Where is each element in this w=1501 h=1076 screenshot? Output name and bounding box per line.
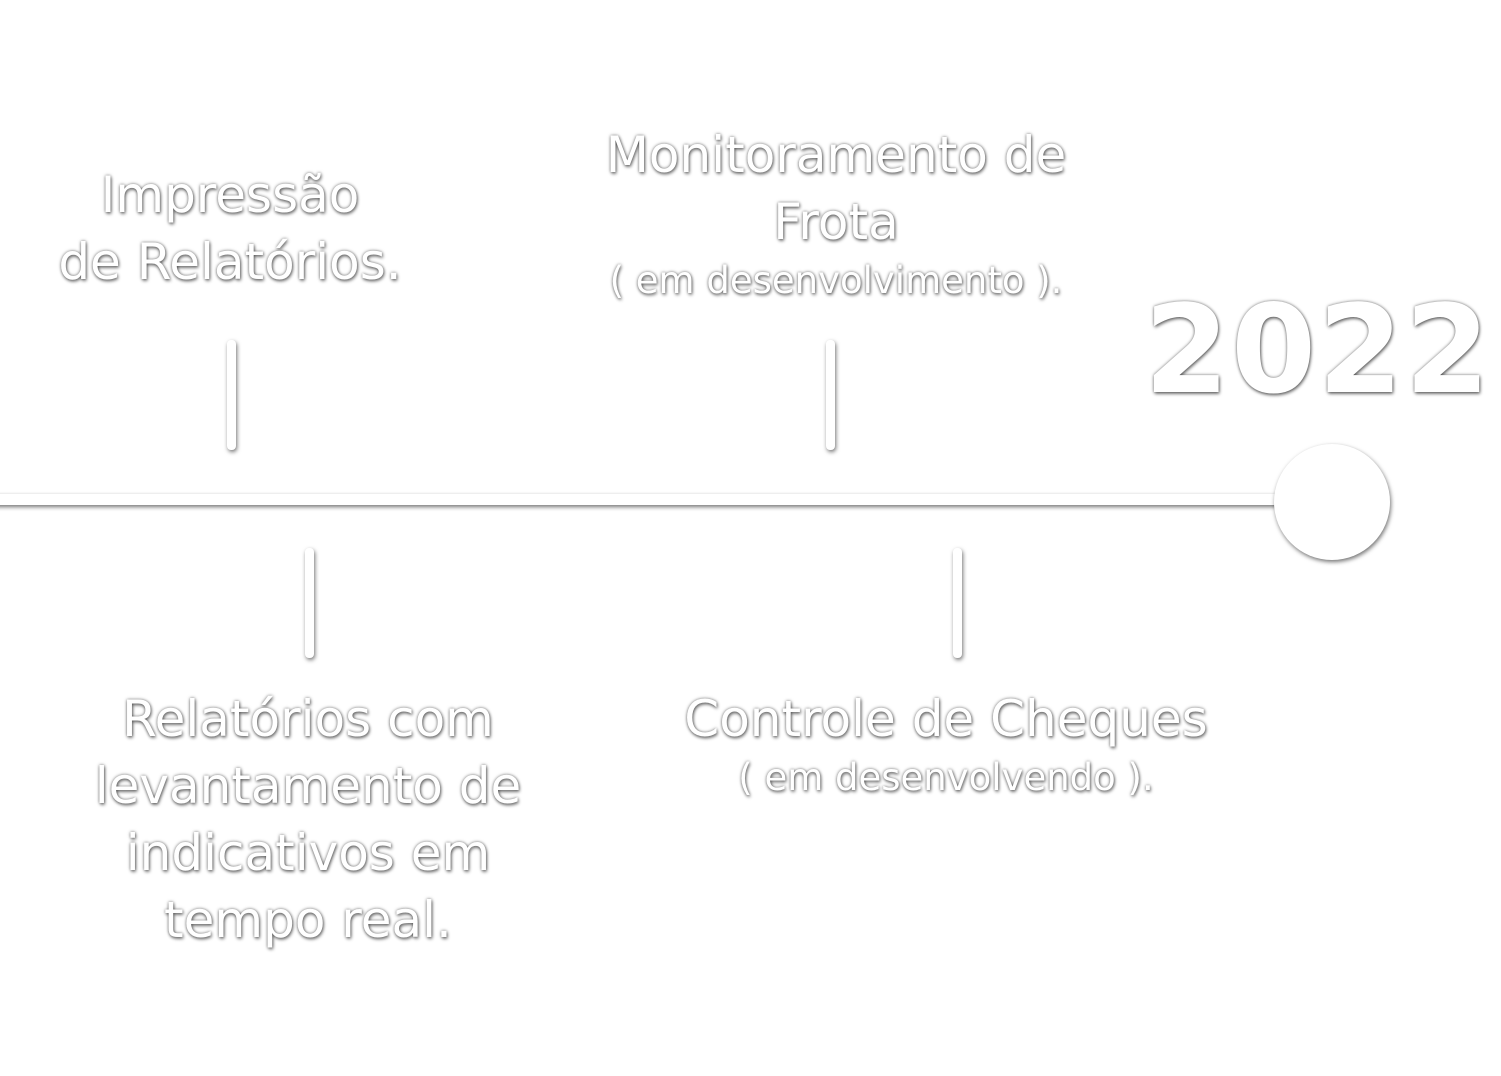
milestone-note: ( em desenvolvimento ). — [609, 259, 1063, 302]
milestone-title-line: Frota — [773, 193, 899, 251]
milestone-tick — [227, 340, 236, 450]
milestone-title-line: Monitoramento de — [605, 126, 1067, 184]
milestone-title-line: Relatórios com — [122, 690, 494, 748]
milestone-title-line: tempo real. — [164, 891, 452, 949]
milestone-monitoramento-frota: Monitoramento de Frota ( em desenvolvime… — [606, 122, 1066, 306]
milestone-note: ( em desenvolvendo ). — [738, 756, 1154, 799]
milestone-title-line: Impressão — [100, 166, 360, 224]
timeline-end-marker — [1274, 444, 1390, 560]
timeline-line — [0, 494, 1290, 505]
year-label: 2022 — [1144, 279, 1492, 421]
milestone-title-line: indicativos em — [125, 824, 491, 882]
milestone-relatorios-indicativos: Relatórios com levantamento de indicativ… — [95, 686, 522, 954]
milestone-tick — [826, 340, 835, 450]
milestone-controle-cheques: Controle de Cheques ( em desenvolvendo )… — [684, 686, 1207, 803]
milestone-impressao-relatorios: Impressão de Relatórios. — [58, 162, 401, 296]
milestone-tick — [953, 548, 962, 658]
milestone-tick — [305, 548, 314, 658]
milestone-title-line: de Relatórios. — [58, 233, 402, 291]
milestone-title-line: Controle de Cheques — [684, 690, 1208, 748]
milestone-title-line: levantamento de — [94, 757, 522, 815]
